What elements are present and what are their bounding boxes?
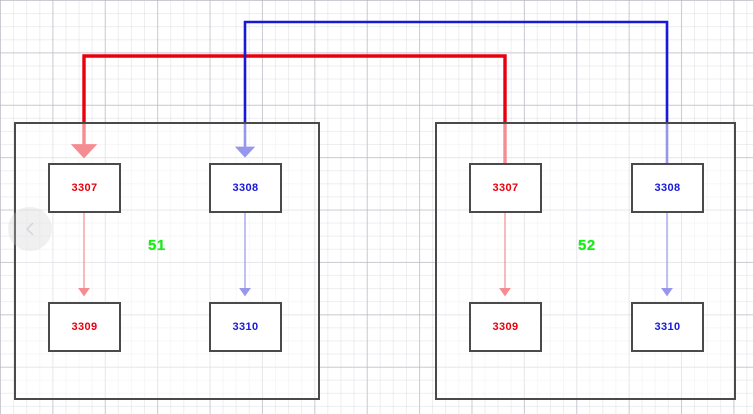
node-s1-3307[interactable]: 3307 — [48, 163, 121, 213]
connector-red-external — [70, 54, 507, 163]
back-button[interactable] — [8, 207, 52, 251]
group-s1-label: 51 — [148, 237, 166, 254]
node-label: 3309 — [71, 321, 98, 333]
node-s2-3308[interactable]: 3308 — [631, 163, 704, 213]
node-s2-3307[interactable]: 3307 — [469, 163, 542, 213]
node-label: 3307 — [492, 182, 519, 194]
node-label: 3310 — [654, 321, 681, 333]
node-label: 3308 — [654, 182, 681, 194]
node-s1-3309[interactable]: 3309 — [48, 302, 121, 352]
chevron-left-icon — [26, 222, 34, 236]
node-label: 3309 — [492, 321, 519, 333]
node-s2-3310[interactable]: 3310 — [631, 302, 704, 352]
node-label: 3308 — [232, 182, 259, 194]
group-s2-label: 52 — [578, 237, 596, 254]
node-s2-3309[interactable]: 3309 — [469, 302, 542, 352]
connector-blue-external — [234, 20, 669, 163]
node-s1-3308[interactable]: 3308 — [209, 163, 282, 213]
node-label: 3307 — [71, 182, 98, 194]
node-label: 3310 — [232, 321, 259, 333]
node-s1-3310[interactable]: 3310 — [209, 302, 282, 352]
